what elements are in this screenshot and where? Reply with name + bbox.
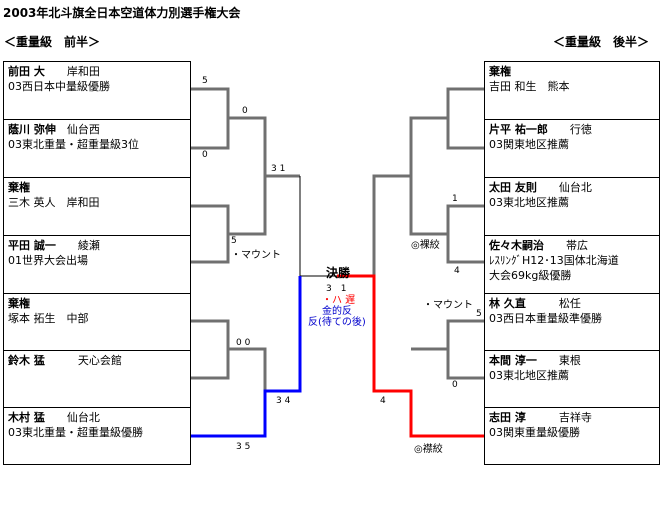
win-method-note: ◎襟絞 [414,444,443,455]
right-entry-2: 片平 祐一郎 行徳 03関東地区推薦 [485,119,659,177]
entry-dojo: 仙台北 [558,181,592,194]
score-label: 5 [231,236,237,246]
win-method-note: ・マウント [231,250,281,261]
right-line-1 [372,87,484,276]
score-label: 4 [454,266,460,276]
left-entry-3: 棄権 三木 英人 岸和田 [4,177,190,235]
score-label: 0 [452,380,458,390]
score-label: 3 5 [236,442,251,452]
entry-name: 木村 猛 [8,411,45,424]
entry-dojo: 松任 [558,297,581,310]
right-entry-5: 林 久直 松任 03西日本重量級準優勝 [485,293,659,350]
left-winner-path [190,276,302,438]
right-entry-6: 本間 淳一 東根 03東北地区推薦 [485,350,659,407]
score-label: 4 [380,396,386,406]
left-half-heading: ＜重量級 前半＞ [4,35,101,49]
right-entry-1: 棄権 吉田 和生 熊本 [485,62,659,119]
right-advancement-lines [372,87,484,380]
entry-dojo: 帯広 [566,239,588,252]
right-line-5 [411,319,484,351]
right-line-2 [446,118,484,150]
left-line-2 [190,118,230,150]
left-entry-5: 棄権 塚本 拓生 中部 [4,293,190,350]
entry-record: 03西日本重量級準優勝 [489,312,602,325]
final-score: 3 1 [326,284,347,294]
entry-record: 塚本 拓生 中部 [8,312,89,325]
entry-name: 本間 淳一 [489,354,537,367]
entry-name: 片平 祐一郎 [489,123,548,136]
left-entry-1: 前田 大 岸和田 03西日本中量級優勝 [4,62,190,119]
entry-dojo: 天心会館 [77,354,122,367]
entry-name: 蔭川 弥伸 [8,123,56,136]
score-label: 3 1 [271,164,286,174]
entry-name: 太田 友則 [489,181,537,194]
score-label: 5 [476,309,482,319]
right-entries-box: 棄権 吉田 和生 熊本 片平 祐一郎 行徳 03関東地区推薦 太田 友則 仙台北… [484,61,660,465]
entry-name: 志田 淳 [489,411,526,424]
entry-dojo: 綾瀬 [77,239,100,252]
score-label: 3 4 [276,396,291,406]
entry-name: 鈴木 猛 [8,354,45,367]
entry-record-cont: 大会69kg級優勝 [489,269,572,282]
entry-dojo: 仙台西 [66,123,100,136]
entry-name: 平田 誠一 [8,239,56,252]
entry-record: 03関東地区推薦 [489,138,569,151]
left-line-3 [190,204,230,234]
entry-record: 03東北地区推薦 [489,196,569,209]
left-entry-4: 平田 誠一 綾瀬 01世界大会出場 [4,235,190,293]
final-note-foul: ・ハ 遅 [322,295,356,306]
entry-dojo: 東根 [558,354,581,367]
entry-name: 棄権 [489,65,511,78]
entry-record: 吉田 和生 熊本 [489,80,570,93]
page-title: 2003年北斗旗全日本空道体力別選手権大会 [3,6,241,20]
right-line-4 [446,234,484,264]
entry-name: 棄権 [8,181,30,194]
entry-record: 03西日本中量級優勝 [8,80,110,93]
entry-name: 棄権 [8,297,30,310]
entry-record: 03関東重量級優勝 [489,426,580,439]
left-line-4 [190,176,267,264]
right-entry-7: 志田 淳 吉祥寺 03関東重量級優勝 [485,407,659,464]
entry-dojo: 吉祥寺 [558,411,592,424]
right-entry-3: 太田 友則 仙台北 03東北地区推薦 [485,177,659,235]
final-note-groin: 金的反 [322,306,352,317]
left-entry-7: 木村 猛 仙台北 03東北重量・超重量級優勝 [4,407,190,464]
left-advancement-lines [190,87,300,391]
entry-name: 林 久直 [489,297,526,310]
entry-record: 三木 英人 岸和田 [8,196,100,209]
entry-dojo: 仙台北 [66,411,100,424]
entry-record: ﾚｽﾘﾝｸﾞH12･13国体北海道 [489,254,619,267]
entry-dojo: 行徳 [569,123,592,136]
entry-name: 前田 大 [8,65,45,78]
score-label: 1 [452,194,458,204]
entry-record: 03東北重量・超重量級優勝 [8,426,143,439]
right-winner-path [337,274,484,438]
score-label: 0 [242,106,248,116]
left-line-5 [190,319,230,349]
entry-record: 01世界大会出場 [8,254,88,267]
score-label: 0 [202,150,208,160]
final-note-after-stop: 反(待ての後) [308,317,366,328]
win-method-note: ◎裸絞 [411,240,440,251]
left-entry-2: 蔭川 弥伸 仙台西 03東北重量・超重量級3位 [4,119,190,177]
right-entry-4: 佐々木嗣治 帯広 ﾚｽﾘﾝｸﾞH12･13国体北海道 大会69kg級優勝 [485,235,659,293]
left-thin-lines [299,176,337,277]
final-label: 決勝 [326,266,351,280]
right-half-heading: ＜重量級 後半＞ [553,35,650,49]
left-entries-box: 前田 大 岸和田 03西日本中量級優勝 蔭川 弥伸 仙台西 03東北重量・超重量… [3,61,191,465]
win-method-note: ・マウント [423,300,473,311]
right-line-6 [446,349,484,380]
right-line-3 [409,176,484,236]
left-entry-6: 鈴木 猛 天心会館 [4,350,190,407]
score-label: 0 0 [236,338,251,348]
left-line-6 [190,347,267,391]
score-label: 5 [202,76,208,86]
entry-record: 03東北地区推薦 [489,369,569,382]
left-line-1 [190,87,300,178]
entry-record: 03東北重量・超重量級3位 [8,138,139,151]
entry-dojo: 岸和田 [66,65,100,78]
entry-name: 佐々木嗣治 [489,239,544,252]
